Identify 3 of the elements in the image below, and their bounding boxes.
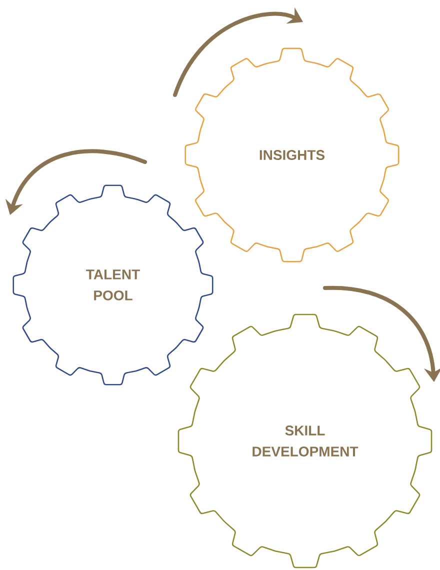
gear: SKILL DEVELOPMENT: [178, 314, 432, 568]
gear: TALENT POOL: [12, 184, 214, 386]
gear: INSIGHTS: [184, 48, 400, 262]
